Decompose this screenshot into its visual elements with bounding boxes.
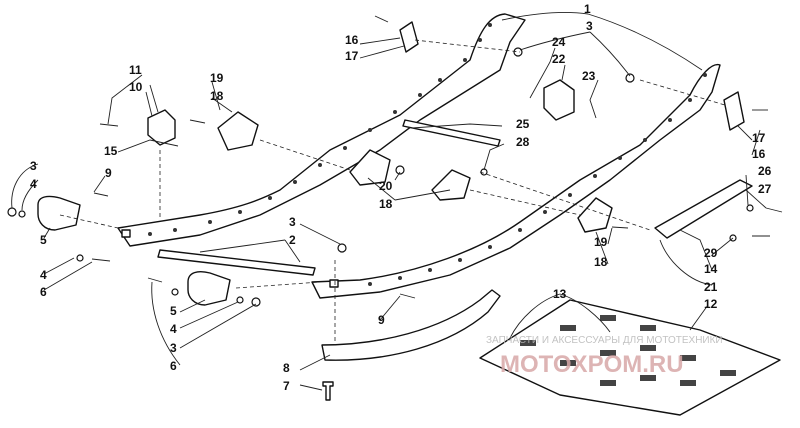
plate-21 [654, 179, 753, 239]
callout-10: 10 [129, 80, 143, 94]
callout-22: 22 [552, 52, 566, 66]
callout-27: 27 [758, 182, 772, 196]
callout-28: 28 [516, 135, 530, 149]
watermark: ЗАПЧАСТИ И АКСЕССУАРЫ ДЛЯ МОТОТЕХНИКИ MO… [486, 335, 723, 378]
callout-21: 21 [704, 280, 718, 294]
callout-16-right: 16 [752, 147, 766, 161]
callout-18-mid: 18 [379, 197, 393, 211]
bracket-22 [543, 79, 575, 121]
callout-13: 13 [553, 287, 567, 301]
callout-11: 11 [129, 63, 142, 77]
callout-15: 15 [104, 144, 118, 158]
callout-4-left: 4 [30, 177, 37, 191]
watermark-logo: MOTOXPOM.RU [500, 351, 684, 378]
bracket-18-mid [349, 149, 391, 186]
callout-14: 14 [704, 262, 718, 276]
callout-3-low: 3 [170, 341, 177, 355]
bracket-18-low [577, 197, 613, 233]
bracket-16-17-right [723, 91, 745, 131]
callout-19-top: 19 [210, 71, 224, 85]
callout-2: 2 [289, 233, 296, 247]
callout-23: 23 [582, 69, 596, 83]
track [479, 299, 781, 416]
callout-1: 1 [584, 2, 591, 16]
cross-shaft-lower [157, 249, 316, 276]
callout-12: 12 [704, 297, 718, 311]
callout-17-top: 17 [345, 49, 359, 63]
callout-24: 24 [552, 35, 566, 49]
callout-26: 26 [758, 164, 772, 178]
callout-9-left: 9 [105, 166, 112, 180]
callout-8: 8 [283, 361, 290, 375]
callout-20: 20 [379, 179, 393, 193]
callout-6-left: 6 [40, 285, 47, 299]
bracket-18-mid2 [431, 169, 471, 201]
callout-19-low: 19 [594, 235, 608, 249]
bracket-10 [147, 109, 176, 146]
callout-25: 25 [516, 117, 530, 131]
bumper-block-left [37, 195, 81, 231]
slide-rail-rear [117, 13, 526, 247]
callout-labels: 1 3 24 22 23 16 17 17 16 11 10 19 18 15 … [30, 2, 772, 393]
bumper-block-right [187, 271, 231, 306]
leader-lines [11, 11, 767, 391]
alignment-lines [59, 39, 726, 345]
callout-16-top: 16 [345, 33, 359, 47]
callout-17-right: 17 [752, 131, 766, 145]
bracket-16-17-top [399, 21, 419, 53]
callout-29: 29 [704, 246, 718, 260]
bracket-18-top [217, 111, 259, 151]
callout-3-left: 3 [30, 159, 37, 173]
callout-5-mid: 5 [170, 304, 177, 318]
callout-7: 7 [283, 379, 290, 393]
callout-3-top: 3 [586, 19, 593, 33]
callout-18-low: 18 [594, 255, 608, 269]
callout-4-mid: 4 [170, 322, 177, 336]
callout-5-left: 5 [40, 233, 47, 247]
wear-strip-screw [322, 381, 334, 401]
callout-18-top: 18 [210, 89, 224, 103]
callout-3-mid: 3 [289, 215, 296, 229]
callout-9-mid: 9 [378, 313, 385, 327]
wear-strip [321, 289, 501, 361]
bolts [91, 15, 783, 299]
watermark-text: ЗАПЧАСТИ И АКСЕССУАРЫ ДЛЯ МОТОТЕХНИКИ [486, 335, 723, 346]
callout-4-left2: 4 [40, 268, 47, 282]
cross-shaft-upper [402, 119, 501, 147]
callout-6-mid: 6 [170, 359, 177, 373]
